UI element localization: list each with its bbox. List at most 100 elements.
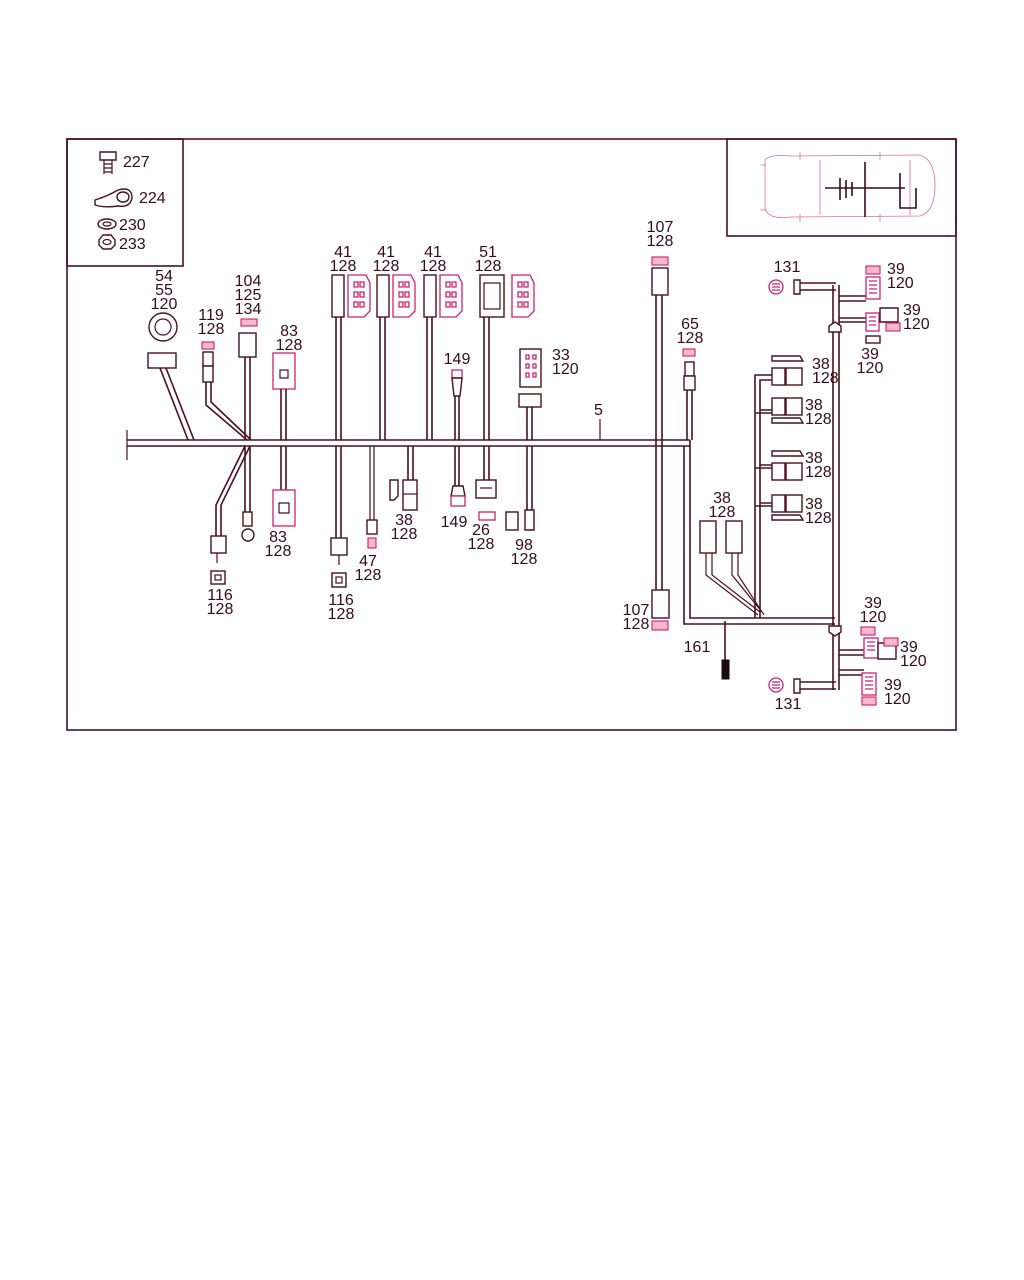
legend-num-227: 227 (123, 154, 150, 171)
callout-c38r3-line-1: 128 (805, 464, 832, 481)
callout-c107top-line-0: 107 (647, 219, 674, 236)
callout-c41b-line-1: 128 (373, 258, 400, 275)
callout-c41c-line-1: 128 (420, 258, 447, 275)
callout-c39f-line-0: 39 (884, 677, 902, 694)
callout-c51-line-1: 128 (475, 258, 502, 275)
right-vertical-bundle (832, 285, 840, 690)
callout-c38r2-line-0: 38 (805, 397, 823, 414)
grommet-54-icon (147, 312, 195, 441)
callout-c47-line-1: 128 (355, 567, 382, 584)
vehicle-outline-icon (760, 152, 936, 222)
callout-c39e-line-1: 120 (900, 653, 927, 670)
connector-107-icon (651, 256, 670, 631)
callout-c83top-line-1: 128 (276, 337, 303, 354)
lamp-131-top-icon (768, 279, 836, 295)
legend-box (66, 138, 184, 267)
callout-c38mid-line-1: 128 (709, 504, 736, 521)
callout-c107bot-line-1: 128 (623, 616, 650, 633)
callout-c39e-line-0: 39 (900, 639, 918, 656)
ring-terminal-icon (241, 446, 255, 542)
callout-c39c-line-1: 120 (857, 360, 884, 377)
callout-c39a-line-1: 120 (887, 275, 914, 292)
callout-c51-line-0: 51 (479, 244, 497, 261)
sensor-149-bottom-icon (450, 446, 466, 507)
callout-c107top-line-1: 128 (647, 233, 674, 250)
ground-161-icon (721, 621, 730, 680)
connector-51-icon (479, 274, 535, 440)
callout-c149top-line-0: 149 (444, 351, 471, 368)
callout-c33-line-1: 120 (552, 361, 579, 378)
callout-c38r1-line-0: 38 (812, 356, 830, 373)
callout-c83bot-line-0: 83 (269, 529, 287, 546)
callout-c116a-line-1: 128 (207, 601, 234, 618)
connector-83-top-icon (272, 352, 296, 440)
callout-c98-line-1: 128 (511, 551, 538, 568)
callout-c38mid-line-0: 38 (713, 490, 731, 507)
connector-104-icon (238, 318, 258, 440)
bulb-holder-39-top-icon (839, 265, 901, 344)
sensor-116-left-icon (210, 445, 251, 585)
callout-c38r4-line-0: 38 (805, 496, 823, 513)
vehicle-locator-box (726, 138, 957, 237)
callout-labels: 5455120119128104125134831284112841128411… (151, 219, 930, 713)
callout-c38low-line-0: 38 (395, 512, 413, 529)
callout-c38r1-line-1: 128 (812, 370, 839, 387)
callout-c149bot-line-0: 149 (441, 514, 468, 531)
main-harness-label: 5 (594, 402, 603, 419)
callout-c39a-line-0: 39 (887, 261, 905, 278)
callout-c83bot-line-1: 128 (265, 543, 292, 560)
callout-c41a-line-1: 128 (330, 258, 357, 275)
callout-c39c-line-0: 39 (861, 346, 879, 363)
callout-c26-line-0: 26 (472, 522, 490, 539)
connector-33-icon (518, 348, 542, 440)
callout-c104-line-2: 134 (235, 301, 262, 318)
callout-c38r4-line-1: 128 (805, 510, 832, 527)
callout-c54-line-1: 55 (155, 282, 173, 299)
bundle-grommet-icon (828, 321, 842, 637)
callout-c39b-line-0: 39 (903, 302, 921, 319)
connector-38-low-icon (389, 446, 418, 511)
nut-icon (98, 234, 116, 250)
callout-c116b-line-1: 128 (328, 606, 355, 623)
callout-c65-line-1: 128 (677, 330, 704, 347)
callout-c83top-line-0: 83 (280, 323, 298, 340)
sensor-149-top-icon (451, 369, 463, 440)
callout-c38r3-line-0: 38 (805, 450, 823, 467)
connector-83-bottom-icon (272, 446, 296, 527)
callout-c38r2-line-1: 128 (805, 411, 832, 428)
callout-c41c-line-0: 41 (424, 244, 442, 261)
callout-c38low-line-1: 128 (391, 526, 418, 543)
callout-c39d-line-0: 39 (864, 595, 882, 612)
callout-c131bot-line-0: 131 (775, 696, 802, 713)
callout-c41b-line-0: 41 (377, 244, 395, 261)
callout-c26-line-1: 128 (468, 536, 495, 553)
callout-c39b-line-1: 120 (903, 316, 930, 333)
callout-c65-line-0: 65 (681, 316, 699, 333)
connector-41-b-icon (376, 274, 416, 440)
callout-c131top-line-0: 131 (774, 259, 801, 276)
legend-num-224: 224 (139, 190, 166, 207)
diagram-frame (66, 138, 957, 731)
connector-41-c-icon (423, 274, 463, 440)
bolt-icon (99, 151, 117, 174)
callout-c98-line-0: 98 (515, 537, 533, 554)
callout-c119-line-1: 128 (198, 321, 225, 338)
connector-38-right-column-icon (754, 355, 805, 618)
bulb-holder-39-bottom-icon (839, 626, 899, 706)
connector-119-icon (201, 341, 252, 441)
connector-41-a-icon (331, 274, 371, 440)
connector-26-icon (475, 446, 497, 521)
callout-c54-line-0: 54 (155, 268, 173, 285)
callout-c39d-line-1: 120 (860, 609, 887, 626)
callout-c116b-line-0: 116 (328, 592, 354, 609)
lamp-131-bottom-icon (768, 677, 836, 694)
callout-c119-line-0: 119 (198, 307, 224, 324)
legend-num-230: 230 (119, 217, 146, 234)
sensor-116-mid-icon (330, 446, 348, 588)
callout-c33-line-0: 33 (552, 347, 570, 364)
clamp-icon (94, 188, 133, 208)
callout-c161-line-0: 161 (684, 639, 711, 656)
spring-washer-icon (97, 218, 117, 230)
callout-c104-line-1: 125 (235, 287, 262, 304)
callout-c39f-line-1: 120 (884, 691, 911, 708)
